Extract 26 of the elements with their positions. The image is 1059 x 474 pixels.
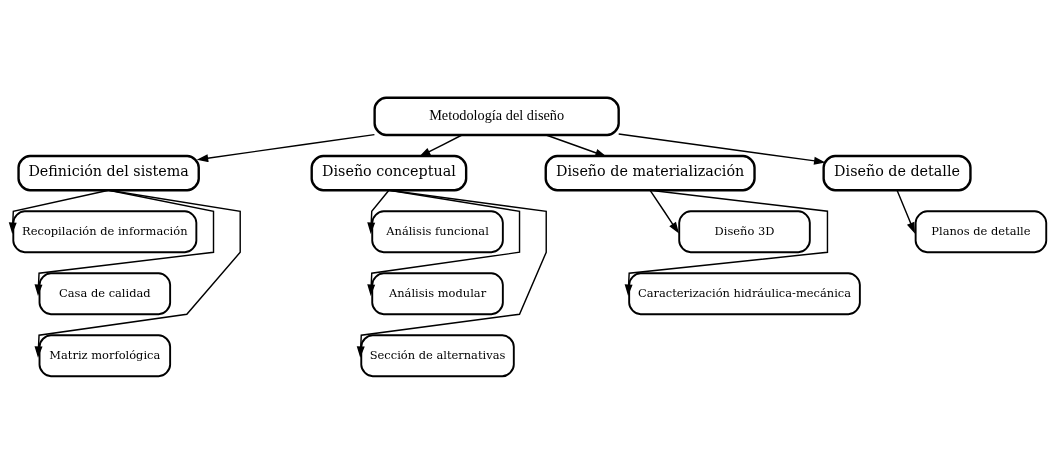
node-box: Análisis modular bbox=[371, 272, 504, 316]
node-box: Casa de calidad bbox=[38, 272, 172, 316]
node-box: Sección de alternativas bbox=[360, 334, 515, 378]
node-box: Diseño conceptual bbox=[310, 154, 468, 192]
arrow bbox=[624, 189, 829, 296]
node-box: Diseño de materialización bbox=[544, 154, 756, 192]
node-box: Matriz morfológica bbox=[38, 334, 172, 378]
arrow bbox=[367, 189, 390, 234]
arrow bbox=[896, 189, 916, 234]
arrow bbox=[649, 189, 679, 234]
arrow bbox=[34, 189, 215, 296]
arrow bbox=[617, 133, 826, 165]
node-box: Metodología del diseño bbox=[373, 96, 620, 137]
node-box: Planos de detalle bbox=[914, 210, 1048, 254]
node-box: Recopilación de información bbox=[12, 210, 198, 254]
arrow bbox=[196, 133, 376, 163]
arrow bbox=[34, 189, 241, 358]
node-box: Diseño de detalle bbox=[822, 154, 972, 192]
node-box: Caracterización hidráulica-mecánica bbox=[628, 272, 861, 316]
arrow bbox=[545, 134, 607, 157]
arrow bbox=[8, 189, 110, 234]
node-box: Análisis funcional bbox=[371, 210, 504, 254]
arrow bbox=[367, 189, 521, 296]
node-box: Diseño 3D bbox=[678, 210, 811, 254]
node-box: Definición del sistema bbox=[17, 154, 200, 192]
arrow bbox=[356, 189, 547, 358]
